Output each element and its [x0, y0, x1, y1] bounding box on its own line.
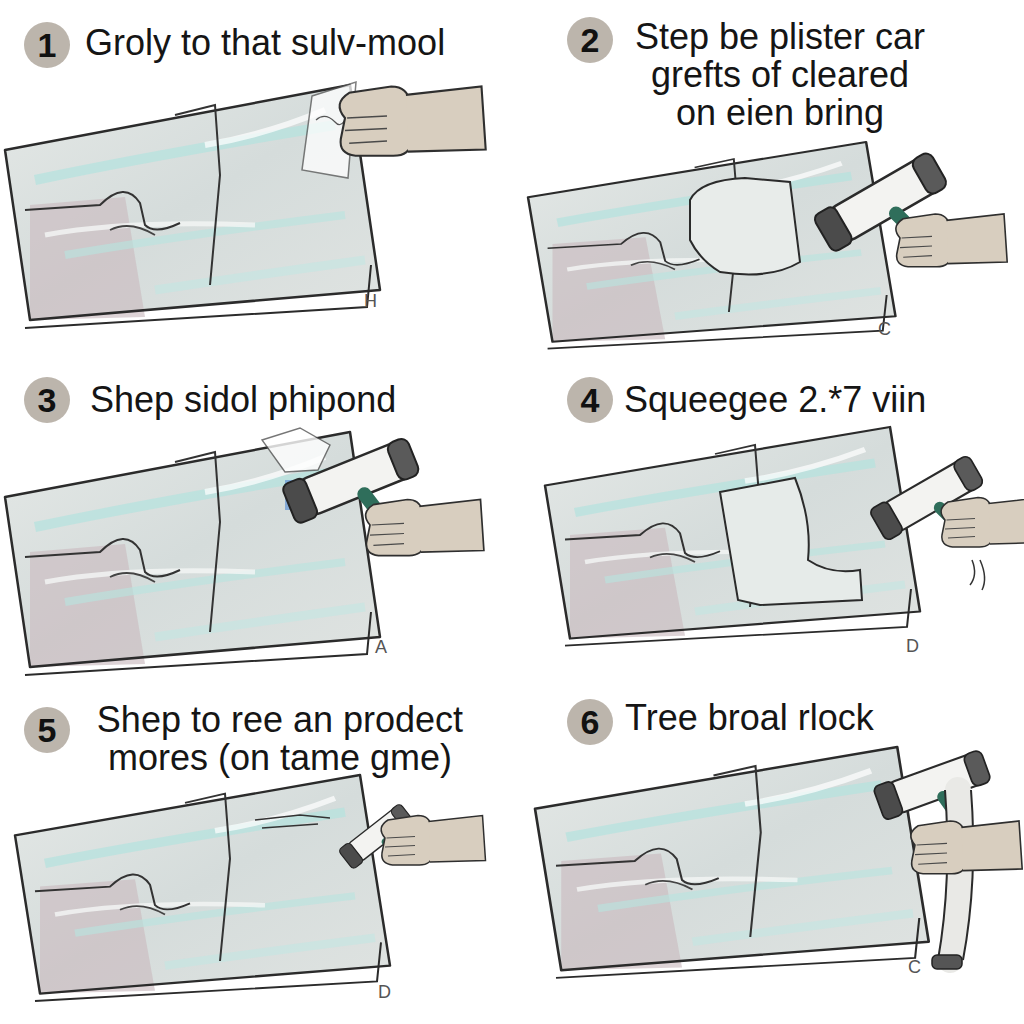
step-number: 2: [581, 23, 600, 57]
panel-letter: D: [378, 983, 408, 1002]
step-caption: Squeegee 2.*7 viin: [624, 381, 1014, 419]
step-number: 4: [581, 383, 600, 417]
step-number: 3: [38, 383, 57, 417]
step-number: 1: [38, 28, 57, 62]
step-number-circle: 1: [24, 22, 70, 68]
step-number-circle: 6: [567, 699, 613, 745]
step-caption: Groly to that sulv-mool: [85, 24, 515, 62]
panel-letter: C: [878, 320, 908, 339]
panel-letter: D: [906, 637, 936, 656]
step-caption: Tree broal rlock: [625, 699, 1015, 737]
panel-letter: A: [375, 638, 405, 657]
step-number: 6: [581, 705, 600, 739]
step-number-circle: 4: [567, 377, 613, 423]
step-number-circle: 3: [24, 377, 70, 423]
step-number: 5: [38, 713, 57, 747]
step-number-circle: 5: [24, 707, 70, 753]
step-caption: Shep to ree an prodect mores (on tame gm…: [78, 701, 482, 777]
step-number-circle: 2: [567, 17, 613, 63]
step-caption: Step be plister car grefts of cleared on…: [628, 18, 932, 131]
panel-letter: H: [364, 292, 394, 311]
panel-letter: C: [908, 958, 938, 977]
step-caption: Shep sidol phipond: [90, 381, 510, 419]
